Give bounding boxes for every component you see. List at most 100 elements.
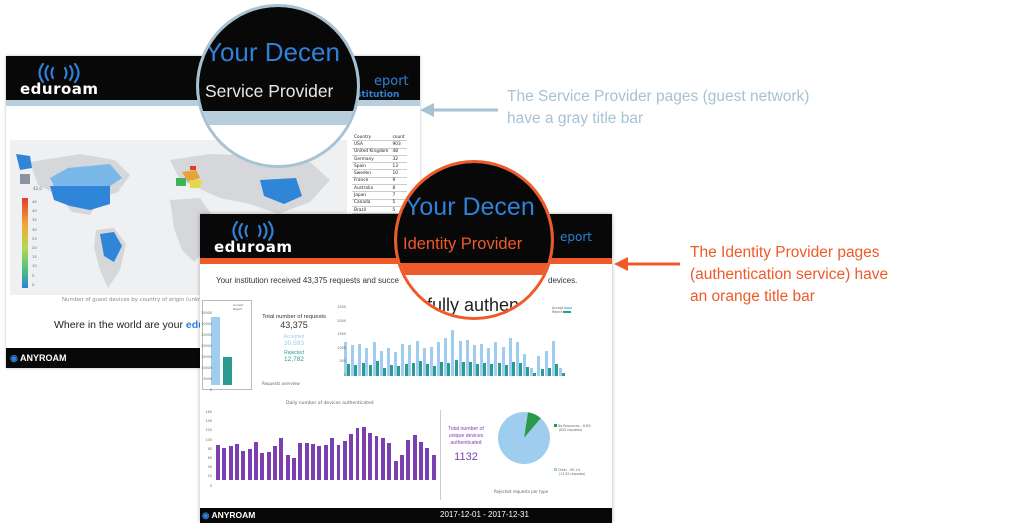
device-bar	[228, 446, 233, 480]
ip-magnifier-body	[397, 275, 551, 317]
sp-annotation: The Service Provider pages (guest networ…	[507, 86, 809, 130]
accept-bar	[508, 338, 512, 376]
accept-bar	[344, 342, 347, 376]
accept-bar	[530, 367, 534, 376]
ip-logo-text: eduroam	[214, 238, 293, 256]
sp-footer-logo-text: ANYROAM	[20, 353, 67, 363]
device-bar	[292, 457, 297, 480]
mini-legend-reject: Reject	[233, 307, 243, 311]
legend-tick: 15	[32, 254, 37, 260]
reject-bar	[383, 367, 387, 376]
device-bar	[304, 443, 309, 480]
axis-tick: 30000	[201, 322, 212, 326]
map-caption: Number of guest devices by country of or…	[62, 297, 213, 303]
reject-bar	[540, 368, 544, 376]
table-cell: 32	[390, 155, 407, 164]
device-bar	[418, 441, 423, 480]
sp-magnifier-gray-bar	[199, 111, 357, 125]
ip-annotation-line: an orange title bar	[690, 288, 815, 305]
requests-chart-area: Accept Reject	[203, 301, 251, 389]
reject-bar	[547, 367, 551, 376]
daily-requests-chart-area	[340, 304, 580, 394]
accept-bar	[415, 341, 419, 376]
device-bar	[431, 454, 436, 480]
anyroam-icon: ◉	[202, 510, 210, 520]
axis-tick: 100	[205, 437, 212, 442]
divider	[440, 410, 441, 500]
device-bar	[412, 435, 417, 480]
accept-bar	[401, 343, 405, 376]
table-cell: Canada	[352, 199, 391, 207]
reject-bar	[497, 362, 501, 376]
ip-arrow-icon	[614, 257, 680, 271]
accept-bar	[358, 343, 362, 376]
accept-bar	[408, 345, 412, 376]
device-bar	[247, 449, 252, 480]
axis-tick: 0	[209, 388, 212, 392]
legend-tick: 20	[32, 245, 37, 251]
legend-swatch	[554, 424, 557, 427]
accept-bar	[558, 367, 562, 376]
device-bar	[387, 442, 392, 480]
reject-bar	[418, 361, 422, 376]
axis-tick: 140	[205, 419, 212, 424]
device-bar	[425, 448, 430, 480]
accept-bar	[487, 348, 491, 376]
reject-bar	[533, 372, 537, 376]
legend-swatch	[554, 468, 557, 471]
accept-bar	[437, 342, 441, 376]
device-bar	[323, 445, 328, 480]
devices-chart-area	[214, 410, 442, 488]
device-bar	[216, 445, 220, 480]
sp-footer-logo: ◉ ANYROAM	[10, 353, 67, 364]
device-bar	[368, 433, 373, 480]
sp-magnifier-header	[199, 7, 357, 111]
device-bar	[374, 436, 379, 480]
reject-bar	[554, 364, 558, 376]
sp-magnifier-title: Your Decen	[205, 37, 340, 67]
ip-magnifier-subtitle: Identity Provider	[403, 235, 523, 253]
device-bar	[355, 428, 360, 480]
reject-bar	[447, 362, 451, 376]
accept-bar	[458, 341, 462, 376]
axis-tick: 160	[205, 410, 212, 414]
reject-bar	[440, 362, 444, 376]
reject-bar	[397, 366, 401, 376]
ip-footer-logo-text: ANYROAM	[211, 510, 256, 520]
axis-tick: 120	[205, 428, 212, 433]
table-cell: Sweden	[352, 169, 391, 178]
ip-intro-end: devices.	[548, 276, 578, 285]
accept-bar	[451, 329, 455, 376]
requests-summary: Total number of requests 43,375 Accepted…	[254, 314, 334, 363]
device-bar	[349, 434, 354, 480]
reject-bar	[375, 361, 379, 376]
accept-bar	[386, 348, 390, 376]
accept-bar	[472, 345, 476, 376]
reject-bar	[526, 367, 530, 376]
reject-bar	[433, 365, 437, 376]
accept-bar	[515, 342, 519, 376]
ip-magnifier-orange-bar	[397, 263, 551, 275]
pie-slices	[498, 412, 550, 464]
device-bar	[406, 439, 411, 480]
accept-bar	[501, 346, 505, 376]
accept-bar	[480, 343, 484, 376]
reject-bar	[511, 362, 515, 376]
pie-legend-line: No Resources - 8.8%	[554, 424, 591, 428]
reject-bar	[562, 372, 566, 376]
table-cell: 48	[390, 148, 407, 156]
reject-bar	[490, 364, 494, 376]
pie-slice	[524, 412, 541, 438]
legend-tick: 35	[32, 217, 37, 223]
unique-value: 1132	[454, 451, 478, 463]
legend-tick: 30	[32, 226, 37, 232]
device-bar	[342, 440, 347, 480]
device-bar	[279, 438, 284, 480]
device-bar	[311, 444, 316, 480]
legend-label: Accept	[552, 306, 564, 310]
purple-axis: 160 140 120 100 80 60 40 20 0	[200, 408, 212, 491]
table-header: count	[390, 134, 407, 142]
